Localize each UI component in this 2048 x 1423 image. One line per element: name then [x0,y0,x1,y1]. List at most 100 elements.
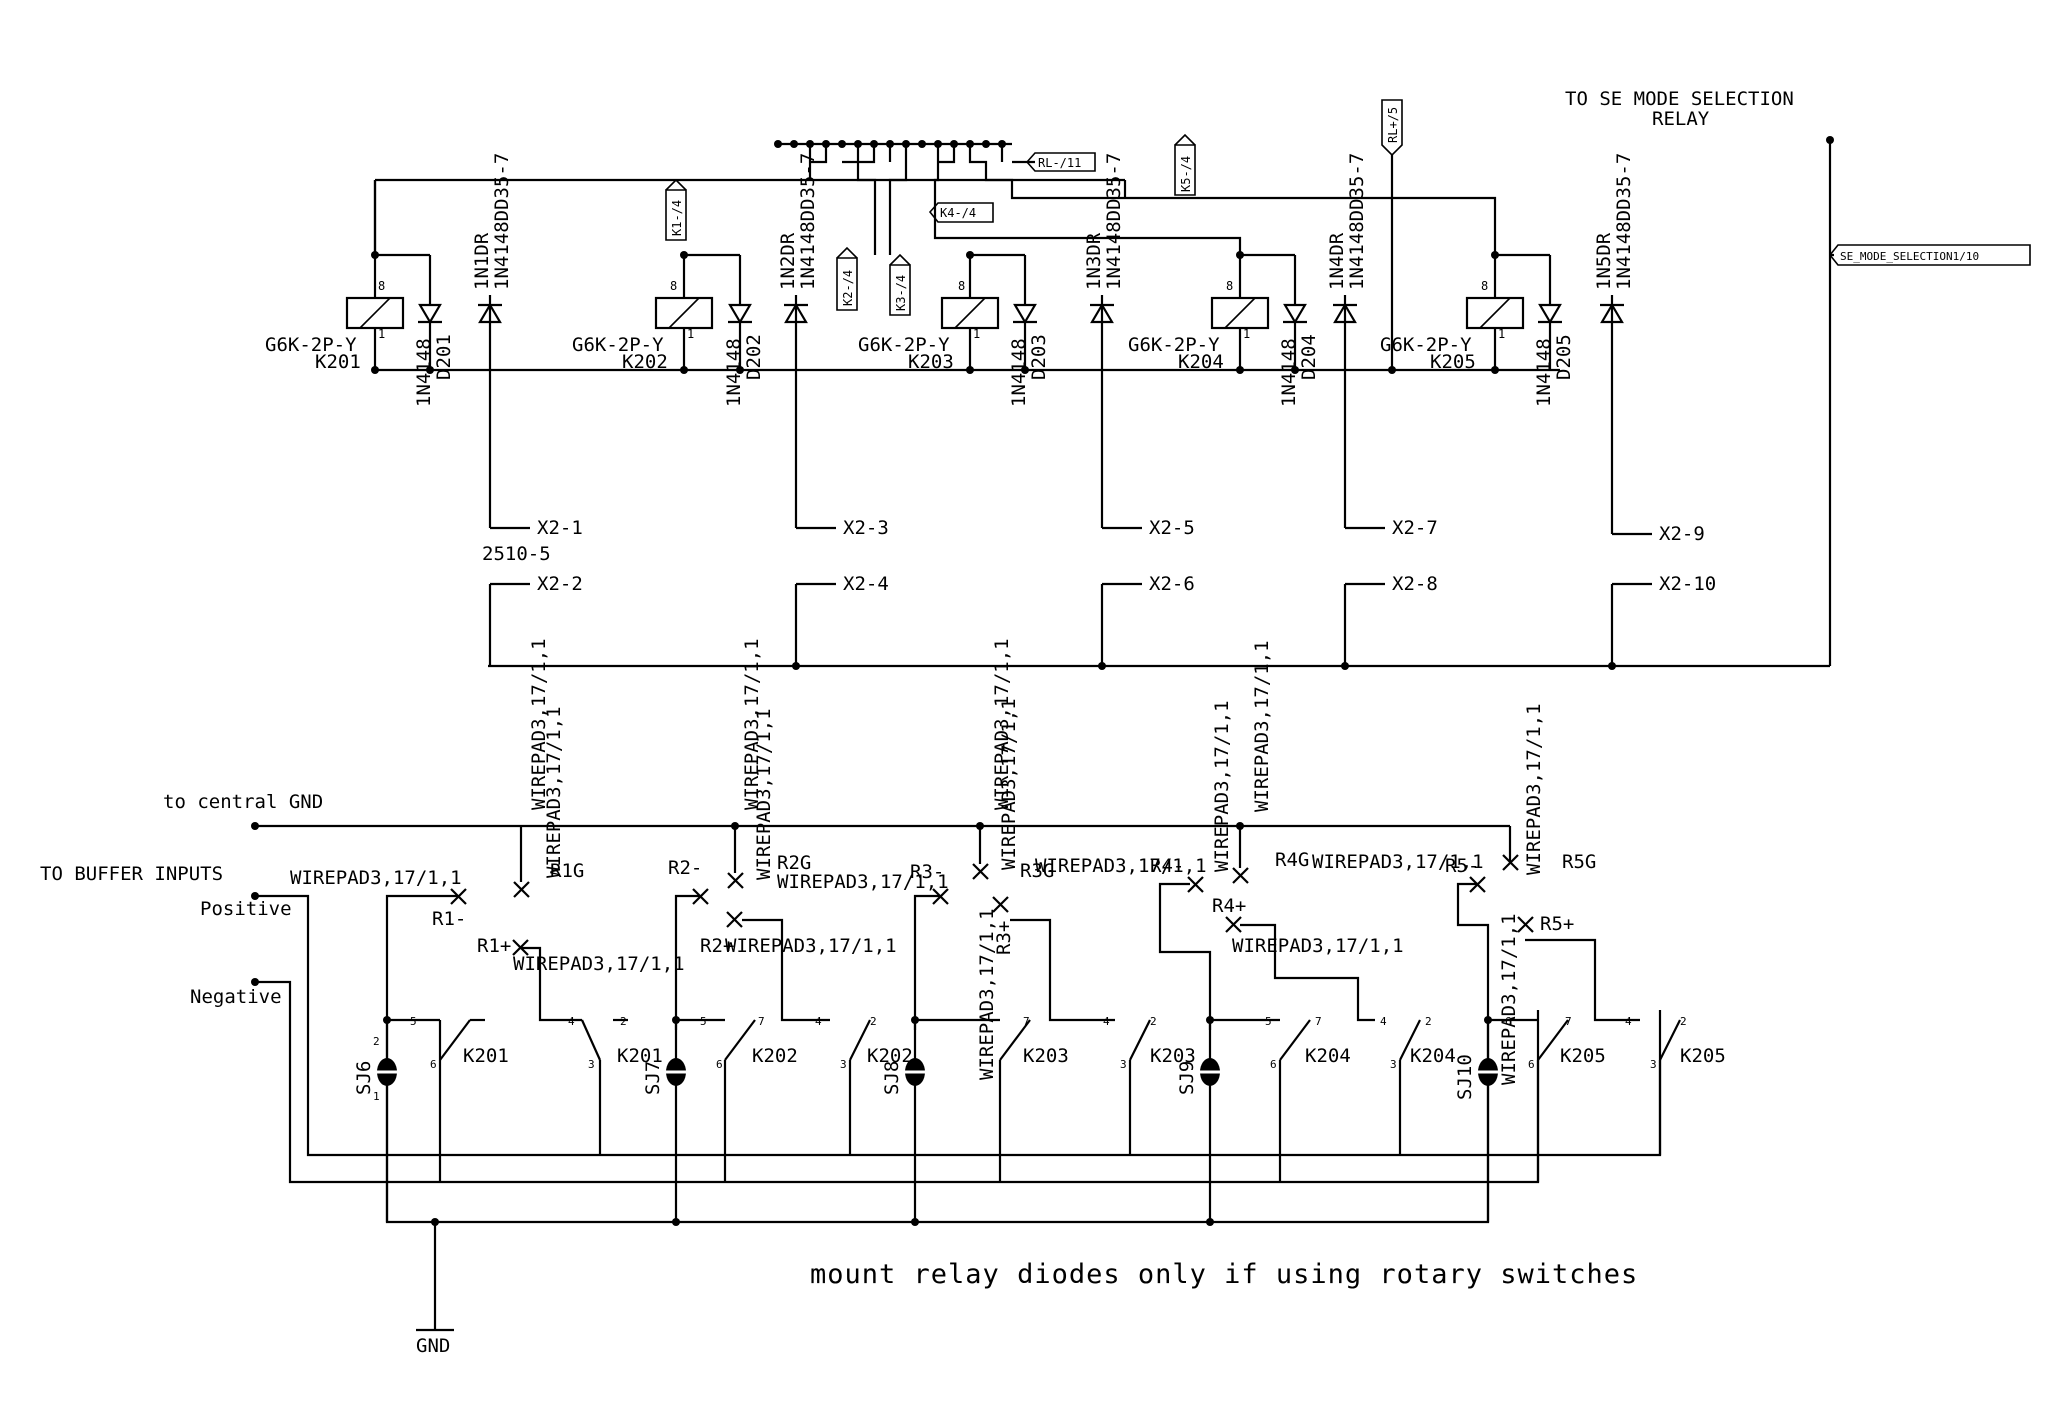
pad-r1-minus: R1- [432,908,466,930]
switch-k203-b: K203 [1150,1045,1196,1067]
svg-text:4: 4 [1380,1015,1387,1028]
svg-text:6: 6 [1528,1058,1535,1071]
relay-k203-type: G6K-2P-Y [858,334,950,356]
relay-coil-section: TO SE MODE SELECTION RELAY SE_MODE_SELEC… [265,88,2031,670]
svg-text:1: 1 [687,327,694,341]
svg-text:8: 8 [958,279,965,293]
switch-k201-a: K201 [463,1045,509,1067]
switch-k201-b: K201 [617,1045,663,1067]
svg-text:4: 4 [568,1015,575,1028]
svg-text:4: 4 [1625,1015,1632,1028]
diode-d201-value: 1N4148 [413,338,435,407]
wirepad-r4-plus: WIREPAD3,17/1,1 [1232,935,1404,957]
wirepad-r4g-b: WIREPAD3,17/1,1 [1251,640,1273,812]
switch-k204-a: K204 [1305,1045,1351,1067]
connector-x2: X2-1 X2-2 X2-3 X2-4 X2-5 X2-6 X2-7 X2-8 … [482,517,1716,670]
pin-x2-5: X2-5 [1149,517,1195,539]
switch-k205-b: K205 [1680,1045,1726,1067]
svg-text:5: 5 [410,1015,417,1028]
central-gnd-label: to central GND [163,791,323,813]
buffer-inputs-label: TO BUFFER INPUTS [40,863,223,885]
sj8-label: SJ8 [881,1061,903,1095]
diode-1n1dr-value: 1N4148DD35-7 [491,153,513,290]
svg-text:8: 8 [1481,279,1488,293]
switch-k205-a: K205 [1560,1045,1606,1067]
svg-text:1: 1 [1498,327,1505,341]
switch-k203-a: K203 [1023,1045,1069,1067]
diode-d204-name: D204 [1298,334,1320,380]
pad-r2g: R2G [777,852,811,874]
svg-text:3: 3 [1390,1058,1397,1071]
channel-5-switch: SJ10 K205 K205 R5- R5+ R5G WIREPAD3,17/1… [1445,703,1726,1222]
relay-k204-name: K204 [1178,351,1224,373]
pin-x2-1: X2-1 [537,517,583,539]
se-mode-note-line2: RELAY [1652,108,1710,130]
se-mode-flag: SE_MODE_SELECTION1/10 [1828,244,2031,266]
wirepad-r5-plus: WIREPAD3,17/1,1 [1498,913,1520,1085]
sj9-label: SJ9 [1176,1061,1198,1095]
relay-k204-type: G6K-2P-Y [1128,334,1220,356]
pad-r3-plus: R3+ [993,921,1015,955]
wirepad-r2g: WIREPAD3,17/1,1 [753,708,775,880]
pad-r1-plus: R1+ [477,935,511,957]
negative-label: Negative [190,986,282,1008]
pad-r4-minus: R4- [1150,855,1184,877]
k2-flag: K2-/4 [836,246,858,311]
svg-text:1: 1 [973,327,980,341]
svg-text:6: 6 [716,1058,723,1071]
pin-x2-3: X2-3 [843,517,889,539]
wirepad-r4g: WIREPAD3,17/1,1 [1211,700,1233,872]
relay-k204-coil: 8 1 G6K-2P-Y K204 1N4148 D204 1N4DR 1N41… [1128,153,1368,528]
sj7-label: SJ7 [642,1061,664,1095]
wirepad-r3-plus: WIREPAD3,17/1,1 [976,908,998,1080]
diode-d205-name: D205 [1553,334,1575,380]
svg-text:4: 4 [815,1015,822,1028]
connector-part: 2510-5 [482,543,551,565]
wirepad-r1-plus: WIREPAD3,17/1,1 [513,953,685,975]
rl-plus-flag: RL+/5 [1381,99,1403,374]
positive-label: Positive [200,898,292,920]
wirepad-r2-plus: WIREPAD3,17/1,1 [725,935,897,957]
wirepad-r1g-b: WIREPAD3,17/1,1 [528,638,550,810]
relay-k201-name: K201 [315,351,361,373]
wirepad-r2-minus: WIREPAD3,17/1,1 [777,871,949,893]
svg-text:8: 8 [1226,279,1233,293]
pad-r5-minus: R5- [1445,855,1479,877]
pin-x2-7: X2-7 [1392,517,1438,539]
diode-d205-value: 1N4148 [1533,338,1555,407]
channel-3-switch: SJ8 K203 K203 R3- R3+ R3G WIREPAD3,17/1,… [881,638,1207,1226]
svg-text:7: 7 [1023,1015,1030,1028]
switch-k204-b: K204 [1410,1045,1456,1067]
svg-text:3: 3 [1120,1058,1127,1071]
rl-plus-flag-label: RL+/5 [1386,107,1400,143]
channel-1-switch: SJ6 K201 K201 R1- R1+ R1G WIREPAD3,17/1,… [290,638,685,1222]
pad-r3-minus: R3- [910,861,944,883]
k2-flag-label: K2-/4 [841,270,855,306]
pad-r2-minus: R2- [668,857,702,879]
pad-r3g: R3G [1020,860,1054,882]
gnd-label: GND [416,1335,450,1357]
relay-k202-name: K202 [622,351,668,373]
svg-text:7: 7 [758,1015,765,1028]
relay-k202-type: G6K-2P-Y [572,334,664,356]
k4-flag-label: K4-/4 [940,206,976,220]
diode-1n1dr-name: 1N1DR [471,232,493,290]
rl-minus-flag: RL-/11 [1025,152,1096,172]
svg-text:7: 7 [1315,1015,1322,1028]
svg-text:6: 6 [1505,1015,1512,1028]
wirepad-r3g: WIREPAD3,17/1,1 [998,698,1020,870]
pad-r4-plus: R4+ [1212,895,1246,917]
diode-1n2dr-name: 1N2DR [777,232,799,290]
se-mode-flag-label: SE_MODE_SELECTION1/10 [1840,250,1979,263]
diode-d203-value: 1N4148 [1008,338,1030,407]
k3-flag-label: K3-/4 [894,275,908,311]
svg-text:5: 5 [700,1015,707,1028]
pin-x2-9: X2-9 [1659,523,1705,545]
relay-k201-type: G6K-2P-Y [265,334,357,356]
diode-1n3dr-name: 1N3DR [1083,232,1105,290]
diode-1n2dr-value: 1N4148DD35-7 [797,153,819,290]
switch-k202-a: K202 [752,1045,798,1067]
wirepad-r4-minus: WIREPAD3,17/1,1 [1312,851,1484,873]
pad-r1g: R1G [550,860,584,882]
